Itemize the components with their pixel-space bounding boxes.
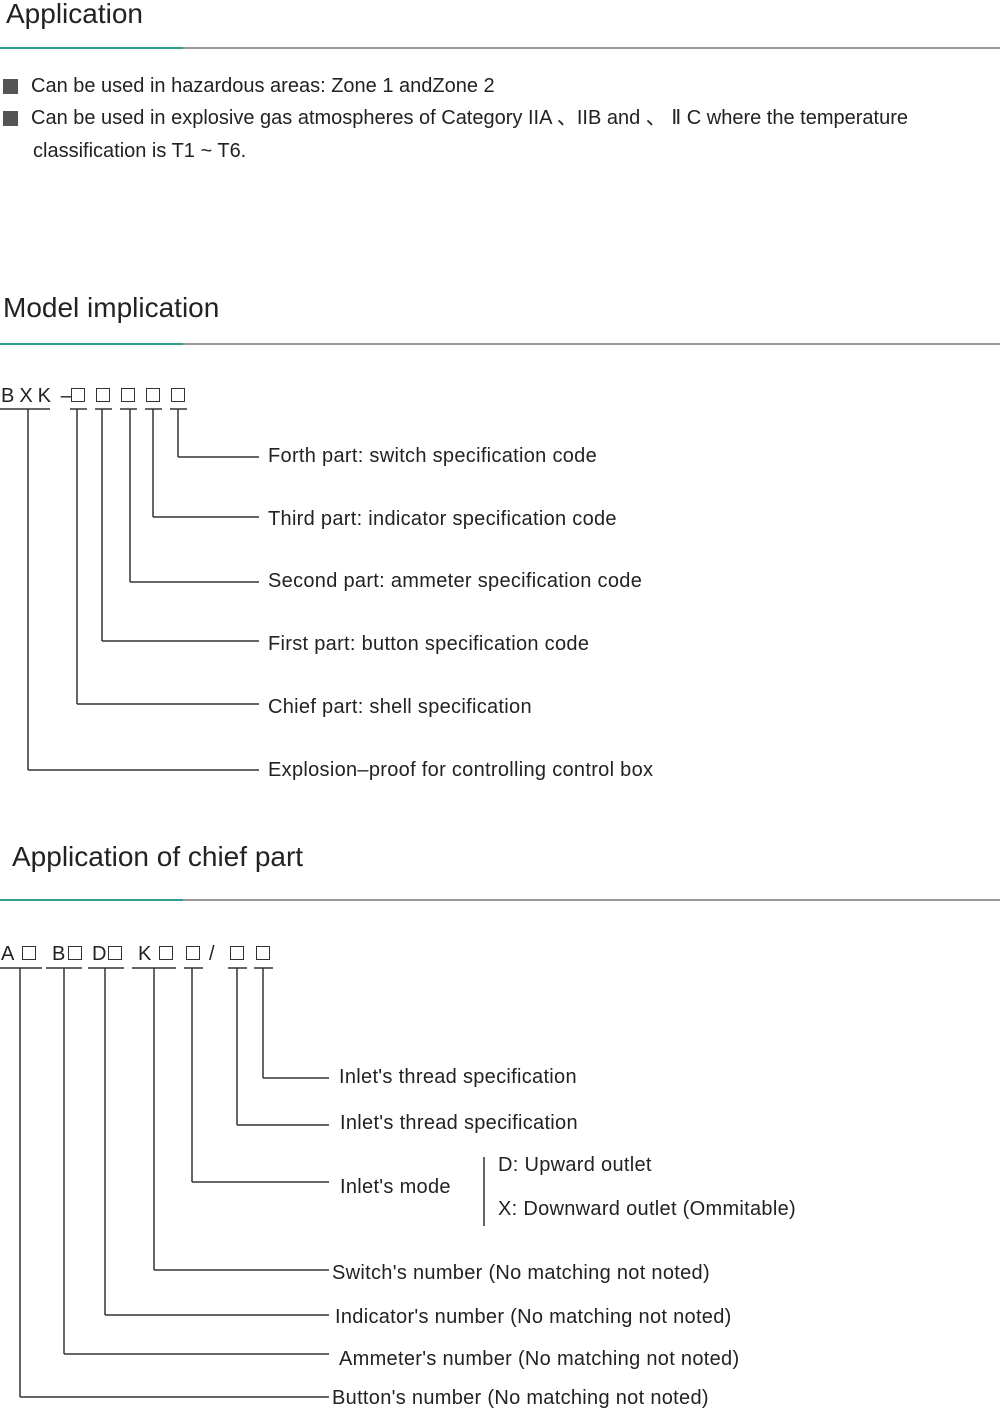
bullet-square-icon bbox=[3, 79, 18, 94]
chief-code-a: A bbox=[1, 943, 16, 965]
model-label-first-part: First part: button specification code bbox=[268, 633, 590, 655]
application-divider bbox=[0, 47, 1000, 49]
chief-divider bbox=[0, 899, 1000, 901]
model-label-forth-part: Forth part: switch specification code bbox=[268, 445, 598, 467]
chief-slot-box-b bbox=[68, 946, 82, 960]
model-label-explosion-proof: Explosion–proof for controlling control … bbox=[268, 759, 654, 781]
code-slot-box-1 bbox=[71, 388, 85, 402]
bullet-square-icon bbox=[3, 111, 18, 126]
chief-label-thread-1: Inlet's thread specification bbox=[339, 1066, 577, 1088]
chief-slot-box-k2 bbox=[186, 946, 200, 960]
chief-label-thread-2: Inlet's thread specification bbox=[340, 1112, 578, 1134]
model-label-chief-part: Chief part: shell specification bbox=[268, 696, 532, 718]
model-divider bbox=[0, 343, 1000, 345]
chief-slot-box-thread1 bbox=[230, 946, 244, 960]
chief-code-d: D bbox=[92, 943, 108, 965]
application-item-2: Can be used in explosive gas atmospheres… bbox=[31, 107, 908, 129]
chief-label-ammeter: Ammeter's number (No matching not noted) bbox=[339, 1348, 740, 1370]
model-heading: Model implication bbox=[3, 292, 220, 323]
chief-slot-box-d bbox=[108, 946, 122, 960]
chief-slot-box-a bbox=[22, 946, 36, 960]
model-code-prefix: BXK bbox=[1, 385, 57, 407]
chief-label-switch: Switch's number (No matching not noted) bbox=[332, 1262, 710, 1284]
chief-label-inlet-mode: Inlet's mode bbox=[340, 1176, 451, 1198]
code-slot-box-2 bbox=[96, 388, 110, 402]
chief-label-button: Button's number (No matching not noted) bbox=[332, 1387, 709, 1409]
model-label-second-part: Second part: ammeter specification code bbox=[268, 570, 643, 592]
application-item-2-continued: classification is T1 ~ T6. bbox=[33, 140, 247, 162]
chief-label-mode-d: D: Upward outlet bbox=[498, 1154, 652, 1176]
chief-code-b: B bbox=[52, 943, 67, 965]
chief-slot-box-thread2 bbox=[256, 946, 270, 960]
chief-label-indicator: Indicator's number (No matching not note… bbox=[335, 1306, 732, 1328]
code-slot-box-4 bbox=[146, 388, 160, 402]
chief-code-slash: / bbox=[209, 943, 216, 965]
application-heading: Application bbox=[6, 0, 143, 29]
application-item-1: Can be used in hazardous areas: Zone 1 a… bbox=[31, 75, 495, 97]
chief-heading: Application of chief part bbox=[12, 841, 304, 872]
model-code: BXK – bbox=[1, 386, 73, 406]
model-label-third-part: Third part: indicator specification code bbox=[268, 508, 617, 530]
model-code-dash: – bbox=[60, 385, 73, 407]
code-slot-box-5 bbox=[171, 388, 185, 402]
chief-code-k: K bbox=[138, 943, 153, 965]
chief-label-mode-x: X: Downward outlet (Ommitable) bbox=[498, 1198, 796, 1220]
code-slot-box-3 bbox=[121, 388, 135, 402]
chief-slot-box-k1 bbox=[159, 946, 173, 960]
